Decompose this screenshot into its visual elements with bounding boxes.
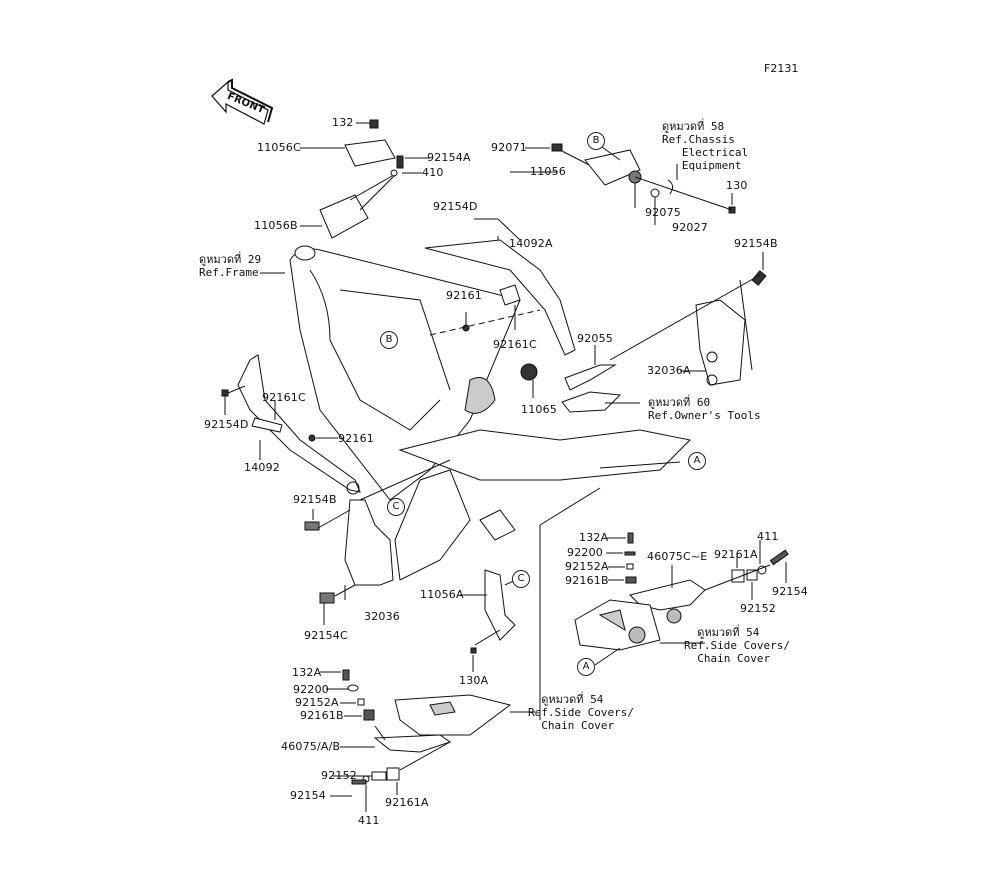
marker-A-footrest: A: [577, 658, 595, 676]
ref-side-covers-right: ดูหมวดที่ 54 Ref.Side Covers/ Chain Cove…: [684, 626, 790, 665]
part-label-92154D-left: 92154D: [204, 418, 249, 431]
part-label-92055: 92055: [577, 332, 613, 345]
part-label-92071: 92071: [491, 141, 527, 154]
part-label-92161B-right: 92161B: [565, 574, 609, 587]
part-label-92152A-left: 92152A: [295, 696, 339, 709]
part-label-92152-left: 92152: [321, 769, 357, 782]
part-label-92154C: 92154C: [304, 629, 348, 642]
part-label-92161-top: 92161: [446, 289, 482, 302]
ref-owners-tools: ดูหมวดที่ 60 Ref.Owner's Tools: [648, 396, 761, 422]
part-label-92027: 92027: [672, 221, 708, 234]
part-label-14092A: 14092A: [509, 237, 553, 250]
figure-id: F2131: [764, 62, 799, 75]
marker-B-frame: B: [380, 331, 398, 349]
part-label-92154-left: 92154: [290, 789, 326, 802]
part-label-92075: 92075: [645, 206, 681, 219]
part-label-11056C: 11056C: [257, 141, 301, 154]
part-label-46075C-E: 46075C~E: [647, 550, 708, 563]
ref-electrical: ดูหมวดที่ 58 Ref.Chassis Electrical Equi…: [662, 120, 749, 172]
part-label-11056B: 11056B: [254, 219, 298, 232]
part-label-132A-right: 132A: [579, 531, 609, 544]
part-label-11065: 11065: [521, 403, 557, 416]
part-label-92154B-left: 92154B: [293, 493, 337, 506]
part-label-130: 130: [726, 179, 748, 192]
ref-side-covers-left: ดูหมวดที่ 54 Ref.Side Covers/ Chain Cove…: [528, 693, 634, 732]
part-label-92200-left: 92200: [293, 683, 329, 696]
part-label-92200-right: 92200: [567, 546, 603, 559]
part-label-92161C-left: 92161C: [262, 391, 306, 404]
front-arrow-icon: [211, 78, 274, 125]
part-label-130A: 130A: [459, 674, 489, 687]
part-label-411-right: 411: [757, 530, 779, 543]
part-label-132: 132: [332, 116, 354, 129]
part-label-46075-A-B: 46075/A/B: [281, 740, 341, 753]
ref-frame: ดูหมวดที่ 29 Ref.Frame: [199, 253, 262, 279]
part-label-14092: 14092: [244, 461, 280, 474]
part-label-411-left: 411: [358, 814, 380, 827]
marker-A-top: A: [688, 452, 706, 470]
marker-C-left: C: [387, 498, 405, 516]
part-label-11056: 11056: [530, 165, 566, 178]
part-label-92161A-right: 92161A: [714, 548, 758, 561]
part-label-92161C-top: 92161C: [493, 338, 537, 351]
part-label-92154-right: 92154: [772, 585, 808, 598]
part-label-92154A: 92154A: [427, 151, 471, 164]
part-label-92152A-right: 92152A: [565, 560, 609, 573]
part-label-11056A: 11056A: [420, 588, 464, 601]
part-label-92161-left: 92161: [338, 432, 374, 445]
part-label-92152-right: 92152: [740, 602, 776, 615]
part-label-92154B-right: 92154B: [734, 237, 778, 250]
part-label-410: 410: [422, 166, 444, 179]
part-label-92154D-top: 92154D: [433, 200, 478, 213]
marker-B-top: B: [587, 132, 605, 150]
part-label-32036: 32036: [364, 610, 400, 623]
marker-C-bracket: C: [512, 570, 530, 588]
part-label-32036A: 32036A: [647, 364, 691, 377]
part-label-92161A-left: 92161A: [385, 796, 429, 809]
part-label-92161B-left: 92161B: [300, 709, 344, 722]
part-label-132A-left: 132A: [292, 666, 322, 679]
